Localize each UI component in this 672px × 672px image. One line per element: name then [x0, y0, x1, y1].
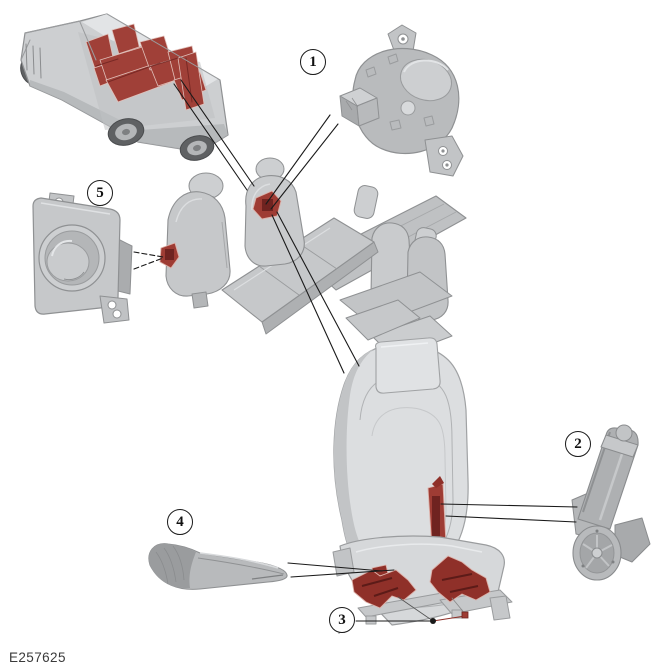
callout-5: 5	[87, 180, 113, 206]
callout-1: 1	[300, 49, 326, 75]
armrest-illustration	[148, 543, 288, 590]
callout-4: 4	[167, 509, 193, 535]
callout-3: 3	[329, 607, 355, 633]
rear-seats-illustration	[159, 157, 467, 359]
leader-lines	[133, 79, 578, 624]
figure-id-label: E257625	[9, 650, 66, 665]
seat-control-switch-illustration	[32, 192, 133, 324]
front-seat-illustration	[332, 337, 513, 634]
callout-2: 2	[565, 431, 591, 457]
seatback-fold-motor-illustration	[339, 24, 464, 177]
vehicle-cutaway-illustration	[20, 13, 229, 161]
seat-recline-motor-illustration	[571, 424, 651, 581]
